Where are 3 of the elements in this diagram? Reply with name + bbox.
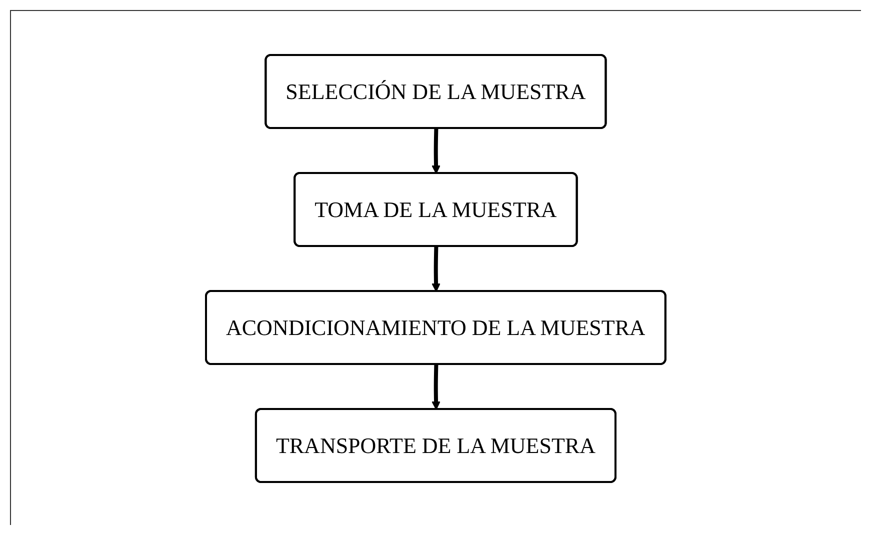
arrow <box>432 246 441 292</box>
arrow <box>432 128 441 174</box>
arrow <box>432 364 441 410</box>
